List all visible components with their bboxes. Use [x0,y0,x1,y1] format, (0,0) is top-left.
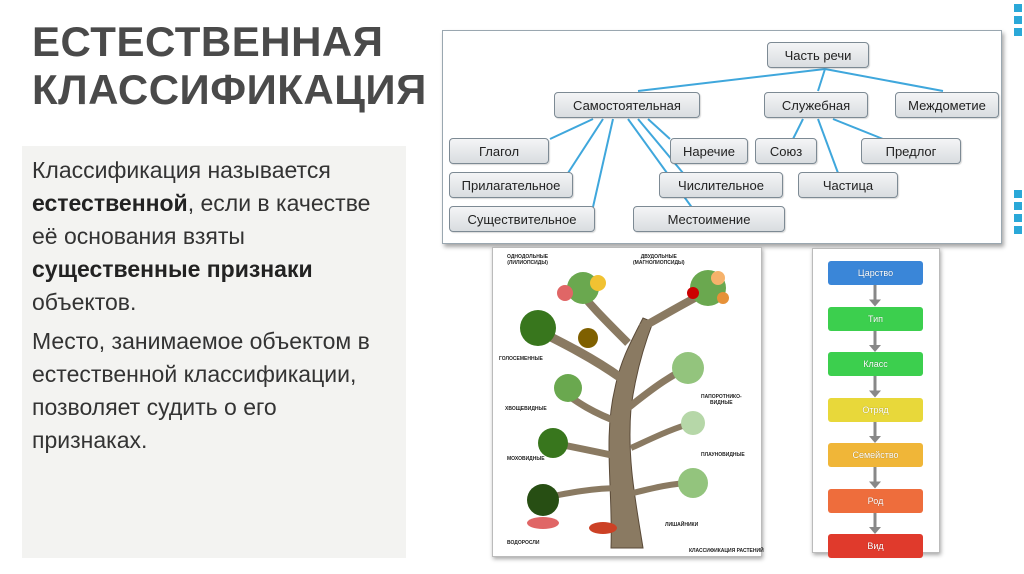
label-algae: ВОДОРОСЛИ [507,540,540,546]
hierarchy-arrows [869,285,881,534]
node-auxiliary: Служебная [764,92,868,118]
node-adverb: Наречие [670,138,748,164]
label-mosses: МОХОВИДНЫЕ [507,456,545,462]
label-gymnosperms: ГОЛОСЕМЕННЫЕ [499,356,543,362]
label-clubmosses: ПЛАУНОВИДНЫЕ [701,452,745,458]
node-interjection: Междометие [895,92,999,118]
rank-2: Класс [828,352,923,376]
hierarchy-arrow-head [869,436,881,443]
hierarchy-arrow-head [869,527,881,534]
rank-3: Отряд [828,397,923,422]
label-monocots: ОДНОДОЛЬНЫЕ (ЛИЛИОПСИДЫ) [507,254,549,266]
label-lichens: ЛИШАЙНИКИ [665,522,699,528]
place-paragraph: Место, занимаемое объектом в естественно… [32,328,370,453]
rank-6: Вид [828,534,923,558]
node-particle: Частица [798,172,898,198]
rank-0: Царство [828,261,923,285]
plant-classification-tree: ОДНОДОЛЬНЫЕ (ЛИЛИОПСИДЫ) ДВУДОЛЬНЫЕ (МАГ… [492,247,764,557]
title-line-2: КЛАССИФИКАЦИЯ [32,66,427,113]
node-adjective: Прилагательное [449,172,573,198]
definition-text-box: Классификация называется естественной, е… [22,146,406,558]
node-numeral: Числительное [659,172,783,198]
hierarchy-arrow-head [869,390,881,398]
rank-5: Род [828,488,923,513]
node-independent: Самостоятельная [554,92,700,118]
node-verb: Глагол [449,138,549,164]
term-natural: естественной [32,190,188,216]
title-line-1: ЕСТЕСТВЕННАЯ [32,18,384,65]
hierarchy-arrow-head [869,345,881,352]
tree-caption: КЛАССИФИКАЦИЯ РАСТЕНИЙ [689,548,764,554]
rank-4: Семейство [828,443,923,467]
node-pronoun: Местоимение [633,206,785,232]
label-dicots: ДВУДОЛЬНЫЕ (МАГНОЛИОПСИДЫ) [633,254,685,266]
definition-paragraph: Классификация называется естественной, е… [32,157,371,315]
node-part-of-speech: Часть речи [767,42,869,68]
slide-title: ЕСТЕСТВЕННАЯ КЛАССИФИКАЦИЯ [32,18,452,114]
rank-1: Тип [828,306,923,331]
label-horsetails: ХВОЩЕВИДНЫЕ [505,406,547,412]
edge-decoration [1014,0,1024,574]
tree-illustration [520,270,729,549]
parts-of-speech-diagram: Часть речи Самостоятельная Служебная Меж… [442,30,1002,244]
term-essential-features: существенные признаки [32,256,313,282]
hierarchy-arrow-head [869,299,881,307]
label-ferns: ПАПОРОТНИКО- ВИДНЫЕ [701,394,742,406]
node-preposition: Предлог [861,138,961,164]
node-noun: Существительное [449,206,595,232]
node-conjunction: Союз [755,138,817,164]
hierarchy-arrow-head [869,481,881,489]
